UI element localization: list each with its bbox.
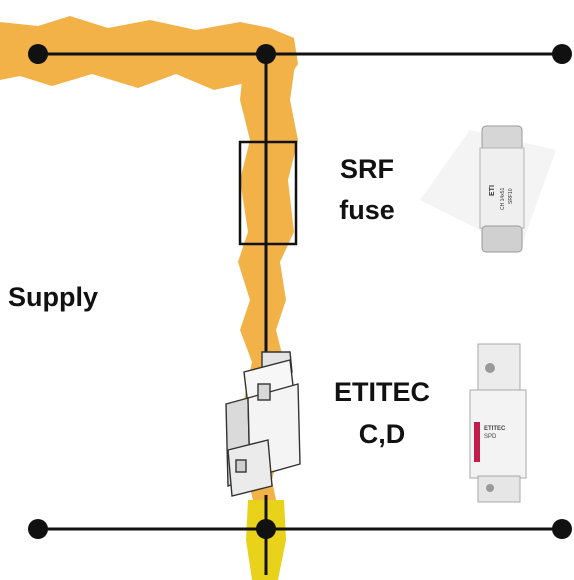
node-bottom-left [28,519,48,539]
fuse-type-mark: SRF10 [508,188,514,204]
spd-photo-red-stripe [474,422,480,462]
fuse-product-image: ETI CH 14x51 SRF10 [420,125,556,253]
node-bottom-junction [256,519,276,539]
node-top-junction [256,44,276,64]
spd-photo-bottom-screw [486,484,494,492]
fuse-code-mark: CH 14x51 [500,188,506,210]
spd-product-image: ETITEC SPD [469,343,527,503]
connection-nodes [28,44,572,539]
spd-lower-block [227,439,273,497]
node-top-left [28,44,48,64]
fuse-brand-mark: ETI [489,185,496,196]
spd-label-line1: ETITEC [333,377,430,407]
spd-bottom-terminal [235,459,247,473]
fuse-label-line1: SRF [340,154,394,184]
spd-window [257,383,271,401]
spd-photo-brand: ETITEC [484,426,506,432]
fuse-symbol [238,140,298,246]
spd-device-drawing [225,351,301,497]
spd-label-line2: C,D [358,419,406,449]
supply-label: Supply [8,282,99,312]
wiring [38,52,562,575]
node-bottom-right [552,519,572,539]
fuse-end-cap-top [481,125,523,151]
fuse-label-line2: fuse [339,195,395,225]
spd-photo-top-block [477,343,521,397]
spd-photo-bottom-block [477,475,521,503]
node-top-right [552,44,572,64]
spd-photo-top-screw [485,363,495,373]
fuse-body [479,147,525,229]
spd-photo-class: SPD [484,434,497,440]
fuse-end-cap-bottom [481,225,523,253]
